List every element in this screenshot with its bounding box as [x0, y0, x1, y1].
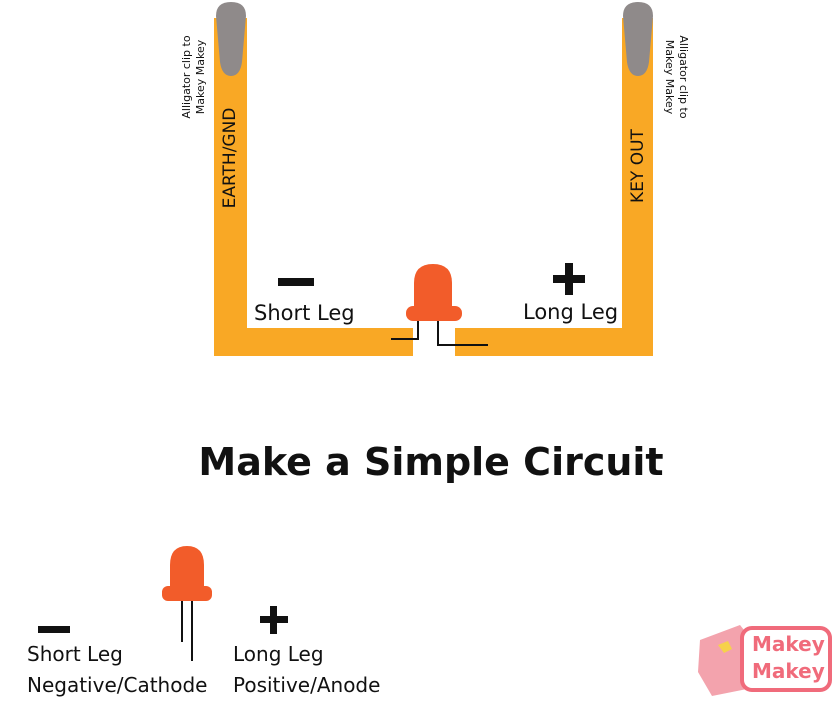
legend-led-icon	[162, 546, 212, 661]
legend-long-leg: Long Leg	[233, 642, 324, 666]
right-clip-note-line1: Alligator clip to	[677, 35, 690, 119]
page-title: Make a Simple Circuit	[198, 440, 664, 484]
right-clip-note-line2: Makey Makey	[663, 39, 676, 115]
legend-short-leg-desc: Negative/Cathode	[27, 673, 208, 697]
legend-short-leg: Short Leg	[27, 642, 123, 666]
minus-icon	[278, 278, 314, 286]
logo-text-line1: Makey	[752, 632, 825, 656]
left-clip-note: Alligator clip to Makey Makey	[180, 22, 210, 132]
makey-makey-logo	[698, 625, 832, 696]
legend-minus-icon	[38, 626, 70, 633]
right-track-label: KEY OUT	[628, 129, 648, 203]
led-icon	[391, 264, 488, 346]
alligator-clip-icon	[623, 2, 653, 76]
left-track-label: EARTH/GND	[220, 107, 240, 209]
right-horizontal-track	[455, 328, 653, 356]
legend-long-leg-desc: Positive/Anode	[233, 673, 381, 697]
circuit-long-leg-label: Long Leg	[523, 300, 619, 324]
left-clip-note-line1: Alligator clip to	[180, 35, 193, 119]
left-horizontal-track	[214, 328, 413, 356]
logo-text-line2: Makey	[752, 659, 825, 683]
right-clip-note: Alligator clip to Makey Makey	[660, 22, 690, 132]
left-clip-note-line2: Makey Makey	[194, 39, 207, 115]
plus-icon	[553, 263, 585, 295]
circuit-short-leg-label: Short Leg	[254, 301, 355, 325]
alligator-clip-icon	[216, 2, 246, 76]
legend-plus-icon	[260, 606, 288, 634]
